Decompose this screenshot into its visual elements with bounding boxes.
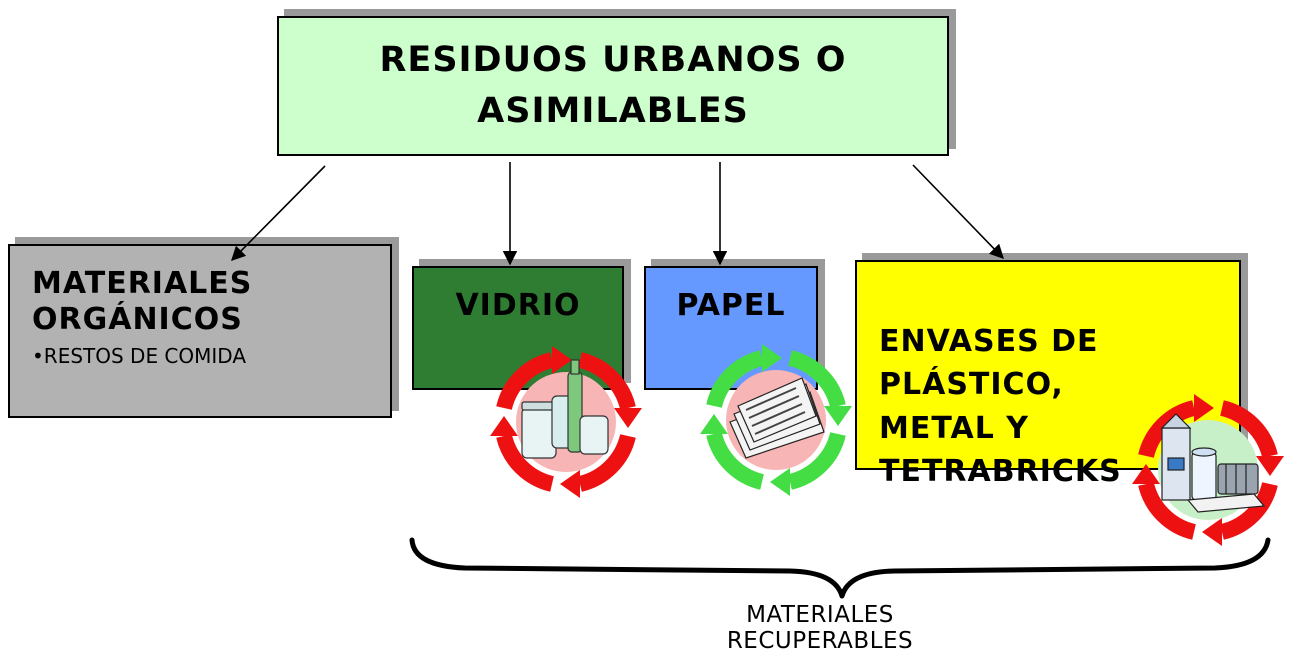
organic-materials-item: •RESTOS DE COMIDA	[32, 344, 390, 368]
organic-materials-box: MATERIALES ORGÁNICOS •RESTOS DE COMIDA	[8, 244, 392, 418]
arrow-to-packaging	[912, 164, 1005, 260]
organic-item-label: RESTOS DE COMIDA	[43, 344, 247, 368]
root-category-label: RESIDUOS URBANOS O ASIMILABLES	[379, 40, 847, 131]
paper-label: PAPEL	[676, 288, 786, 323]
recoverable-materials-brace	[409, 537, 1271, 599]
glass-jars-recycle-icon	[490, 346, 642, 498]
recoverable-materials-label: MATERIALES RECUPERABLES	[726, 602, 914, 654]
root-category-box: RESIDUOS URBANOS O ASIMILABLES	[277, 16, 949, 156]
packaging-recycle-icon	[1132, 394, 1284, 546]
packaging-label: ENVASES DE PLÁSTICO, METAL Y TETRABRICKS	[879, 323, 1122, 490]
bullet: •	[32, 344, 44, 368]
arrow-to-organic	[230, 165, 326, 262]
glass-label: VIDRIO	[455, 288, 581, 323]
packaging-box: ENVASES DE PLÁSTICO, METAL Y TETRABRICKS	[855, 260, 1241, 489]
organic-materials-title: MATERIALES ORGÁNICOS	[32, 266, 253, 337]
newspaper-recycle-icon	[700, 344, 852, 496]
connector-arrows	[230, 162, 1005, 266]
